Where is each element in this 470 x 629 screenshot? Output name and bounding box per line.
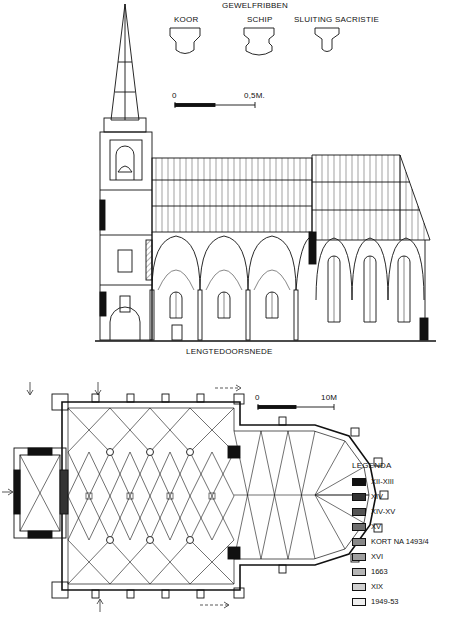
legend-swatch — [352, 583, 366, 591]
view-title: LENGTEDOORSNEDE — [186, 348, 273, 356]
legend-text: XIX — [371, 583, 383, 591]
legend-swatch — [352, 478, 366, 486]
scale-number: 0 — [255, 394, 260, 402]
legend-text: XII-XIII — [371, 478, 394, 486]
legend-swatch — [352, 508, 366, 516]
legend-text: 1949-53 — [371, 598, 399, 606]
scale-number: 10M — [321, 394, 337, 402]
legend-swatch — [352, 538, 366, 546]
legend-text: KORT NA 1493/4 — [371, 538, 429, 546]
scale-number: 0,5M. — [244, 92, 265, 100]
legend-heading: LEGENDA — [352, 462, 392, 470]
profile-label: KOOR — [174, 16, 198, 24]
legend-text: XIV — [371, 493, 383, 501]
legend-text: XV — [371, 523, 381, 531]
legend-swatch — [352, 568, 366, 576]
profile-label: SLUITING SACRISTIE — [294, 16, 379, 24]
legend-swatch — [352, 493, 366, 501]
profile-label: SCHIP — [247, 16, 272, 24]
scale-number: 0 — [172, 92, 177, 100]
legend-swatch — [352, 523, 366, 531]
section-heading: GEWELFRIBBEN — [222, 2, 288, 10]
legend-text: 1663 — [371, 568, 388, 576]
legend-text: XIV-XV — [371, 508, 395, 516]
legend-swatch — [352, 553, 366, 561]
legend-swatch — [352, 598, 366, 606]
legend-text: XVI — [371, 553, 383, 561]
